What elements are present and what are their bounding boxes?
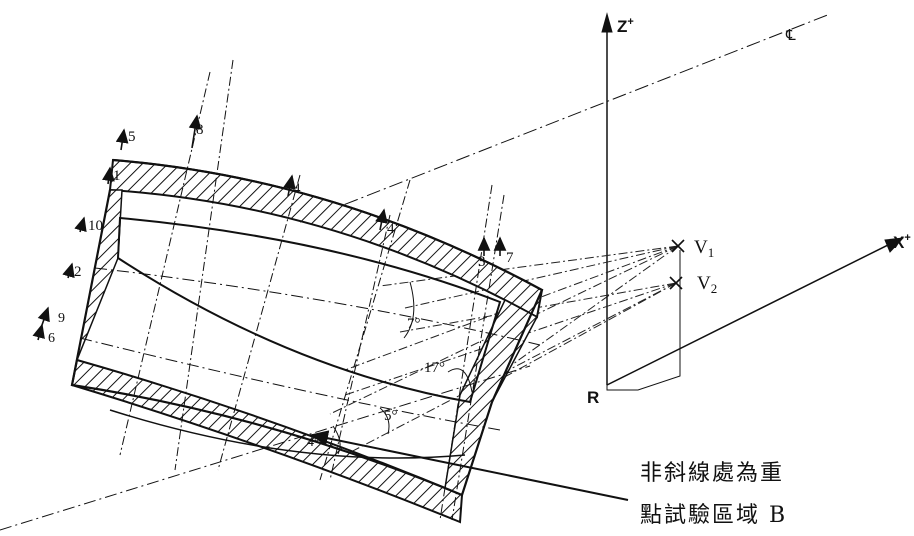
point-label-8: 8 <box>196 122 204 138</box>
angle-17: 17° <box>424 360 445 376</box>
v1-label: V1 <box>694 237 714 260</box>
glass-outline <box>70 158 544 497</box>
x-axis-sup: + <box>904 232 910 244</box>
r-box <box>606 250 681 391</box>
caption-pointer-arrow <box>310 430 629 501</box>
caption-line-1: 非斜線處為重 <box>640 461 784 486</box>
point-label-4b: 4 <box>387 221 395 237</box>
centerline <box>299 13 831 223</box>
v2-sub: 2 <box>711 281 718 296</box>
point-label-4a: 4 <box>293 181 301 197</box>
point-label-6: 6 <box>48 331 55 346</box>
caption-line-2: 點試驗區域 B <box>640 503 787 528</box>
x-axis-label: X+ <box>893 232 911 252</box>
v2-point <box>669 276 683 290</box>
point-label-2: 2 <box>74 264 82 280</box>
bottom-hatched-band <box>70 358 464 524</box>
v1-point <box>671 239 685 253</box>
v2-letter: V <box>697 273 711 294</box>
r-label: R <box>587 388 599 407</box>
point-label-3: 3 <box>478 254 486 270</box>
zone-a-boundary <box>116 216 502 404</box>
v1-letter: V <box>694 237 708 258</box>
z-axis-letter: Z <box>617 17 627 36</box>
point-label-9: 9 <box>58 311 65 326</box>
point-label-10: 10 <box>88 218 103 234</box>
angle-7: 7° <box>407 316 421 332</box>
v1-sub: 1 <box>708 245 715 260</box>
angle-arcs <box>332 281 473 455</box>
x-axis-letter: X <box>893 233 905 252</box>
point-arrows <box>32 114 507 341</box>
point-label-7: 7 <box>506 250 514 266</box>
windshield <box>0 59 544 531</box>
centerline-symbol: ℄ <box>785 28 796 44</box>
x-axis-arrow <box>884 237 905 253</box>
x-axis <box>606 239 899 386</box>
angle-4: 4° <box>307 435 320 450</box>
v2-label: V2 <box>697 273 717 296</box>
coordinate-axes <box>299 12 905 391</box>
point-label-5: 5 <box>128 129 136 145</box>
z-axis-arrow <box>601 12 613 33</box>
z-axis-sup: + <box>627 16 633 28</box>
angle-5: 5° <box>384 408 398 424</box>
point-label-1: 1 <box>113 168 121 184</box>
z-axis-label: Z+ <box>617 16 634 36</box>
